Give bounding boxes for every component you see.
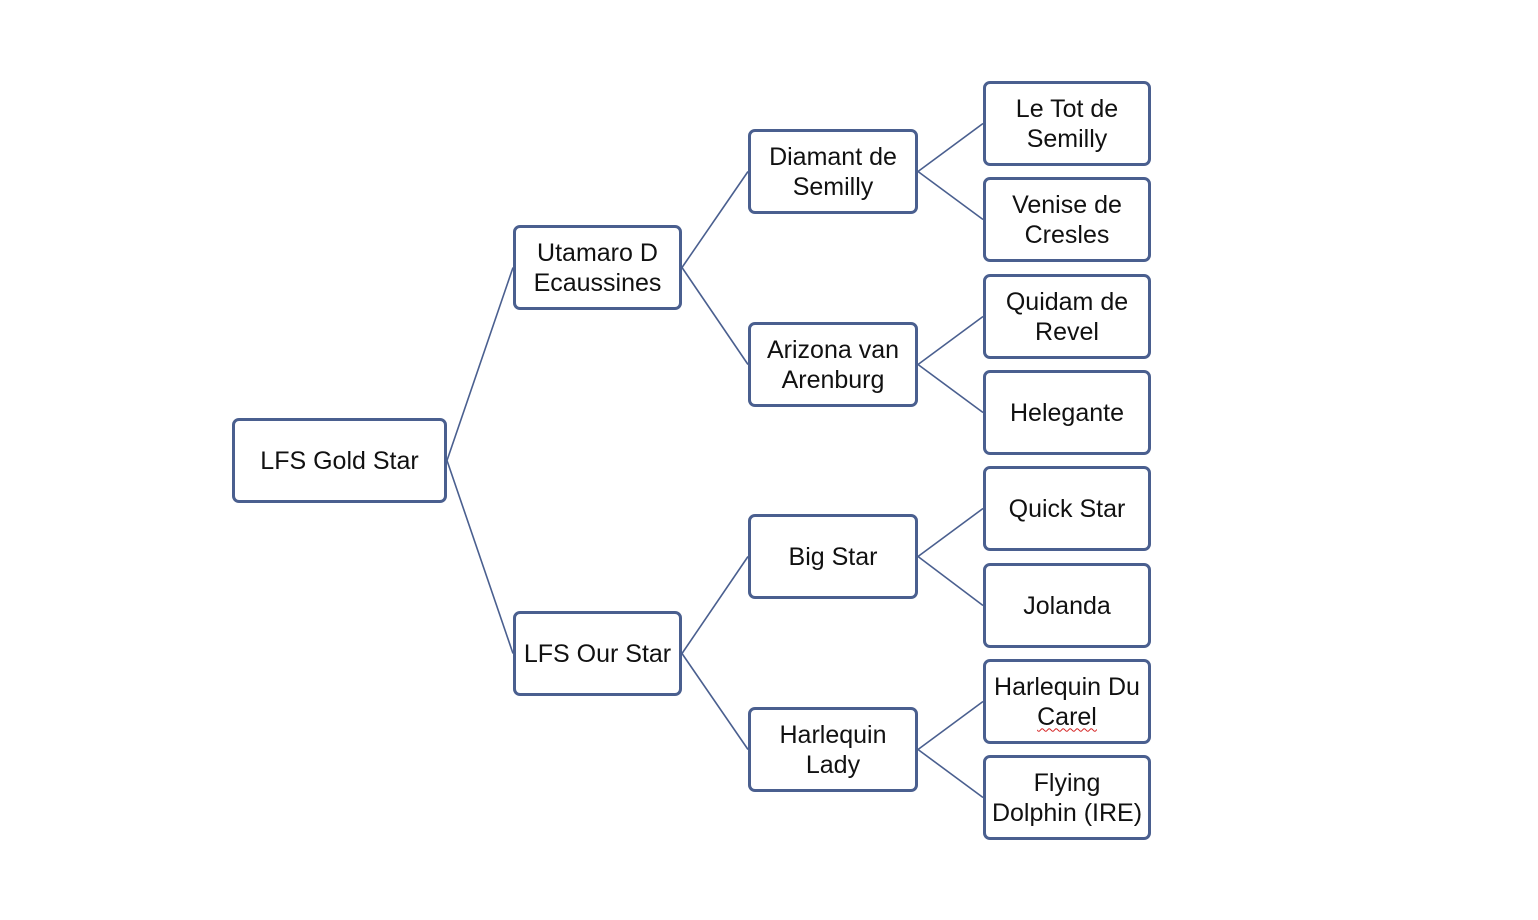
connector-subject-to-dam [446, 460, 514, 654]
connector-dam-dam-to-dam-dam-dam [917, 748, 984, 799]
connector-sire-dam-to-sire-dam-dam [917, 363, 984, 414]
horse-name-line: Flying [1033, 768, 1101, 797]
horse-name-line: LFS Our Star [523, 639, 672, 668]
horse-node-dam-sire-dam: Jolanda [983, 563, 1151, 648]
horse-name-line: Helegante [1010, 398, 1124, 427]
connector-dam-to-dam-dam [681, 653, 749, 750]
horse-node-sire: Utamaro D Ecaussines [513, 225, 682, 310]
horse-node-sire-dam: Arizona van Arenburg [748, 322, 918, 407]
horse-name-line: Quidam de [1005, 287, 1129, 316]
horse-name-line: Harlequin Du [994, 672, 1140, 701]
horse-name-line: Quick Star [1008, 494, 1126, 523]
connector-sire-to-sire-dam [681, 267, 749, 365]
connector-dam-sire-to-dam-sire-dam [917, 555, 984, 607]
horse-name-line: Ecaussines [533, 268, 662, 297]
horse-node-dam-dam: Harlequin Lady [748, 707, 918, 792]
horse-name-line: Lady [805, 750, 861, 779]
horse-name-line: Semilly [792, 172, 874, 201]
horse-name-line: Cresles [1024, 220, 1110, 249]
horse-node-sire-sire-dam: Venise de Cresles [983, 177, 1151, 262]
horse-name-line: Harlequin [779, 720, 887, 749]
horse-name-line: Arizona van [766, 335, 900, 364]
horse-name-line: Carel [1037, 702, 1097, 731]
connector-dam-to-dam-sire [681, 556, 749, 654]
horse-name-line: Revel [1035, 317, 1099, 346]
horse-node-sire-sire: Diamant de Semilly [748, 129, 918, 214]
connector-subject-to-sire [446, 267, 514, 461]
connector-dam-sire-to-dam-sire-sire [917, 507, 984, 558]
horse-name-line: Semilly [1026, 124, 1108, 153]
horse-node-dam: LFS Our Star [513, 611, 682, 696]
horse-node-sire-dam-sire: Quidam de Revel [983, 274, 1151, 359]
horse-node-dam-dam-sire: Harlequin Du Carel [983, 659, 1151, 744]
horse-node-sire-sire-sire: Le Tot de Semilly [983, 81, 1151, 166]
horse-name-line: LFS Gold Star [260, 446, 419, 475]
horse-node-dam-sire-sire: Quick Star [983, 466, 1151, 551]
horse-name-line: Diamant de [769, 142, 897, 171]
horse-node-sire-dam-dam: Helegante [983, 370, 1151, 455]
connector-sire-to-sire-sire [681, 171, 749, 268]
horse-name-line: Utamaro D [537, 238, 658, 267]
horse-node-dam-sire: Big Star [748, 514, 918, 599]
horse-name-line: Big Star [788, 542, 878, 571]
horse-node-subject: LFS Gold Star [232, 418, 447, 503]
horse-node-dam-dam-dam: Flying Dolphin (IRE) [983, 755, 1151, 840]
horse-name-line: Arenburg [781, 365, 885, 394]
horse-name-line: Jolanda [1023, 591, 1111, 620]
connector-dam-dam-to-dam-dam-sire [917, 700, 984, 751]
connector-sire-sire-to-sire-sire-dam [917, 170, 984, 221]
horse-name-line: Venise de [1012, 190, 1122, 219]
horse-name-line: Le Tot de [1015, 94, 1119, 123]
connector-sire-sire-to-sire-sire-sire [917, 122, 984, 173]
connector-sire-dam-to-sire-dam-sire [917, 315, 984, 366]
horse-name-line: Dolphin (IRE) [991, 798, 1143, 827]
